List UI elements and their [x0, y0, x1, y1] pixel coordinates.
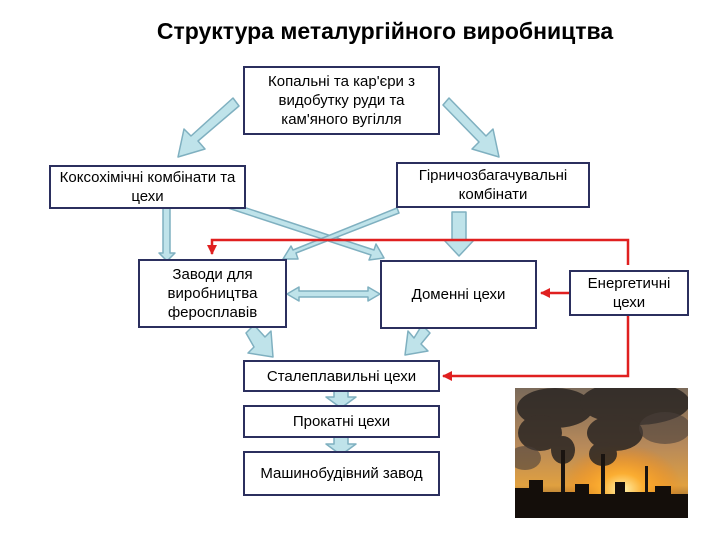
arrow-mines-to-coke [177, 97, 240, 158]
arrow-enrichment-to-blast-furnace [443, 211, 475, 257]
arrow-rolling-to-machine-building [325, 436, 357, 456]
box-ferroalloy-plants: Заводи для виробництва феросплавів [138, 259, 287, 328]
energy-line-to-ferroalloy [207, 238, 630, 265]
arrow-ferroalloy-to-steel [245, 324, 274, 358]
arrow-coke-to-ferroalloy [158, 206, 176, 262]
box-blast-furnace: Доменні цехи [380, 260, 537, 329]
box-mines: Копальні та кар'єри з видобутку руди та … [243, 66, 440, 135]
arrow-ferroalloy-blast-furnace [286, 286, 381, 302]
energy-line-to-steel [442, 316, 630, 381]
arrow-coke-to-blast-furnace [227, 202, 385, 261]
arrow-blast-furnace-to-steel [404, 324, 431, 356]
box-rolling-shops: Прокатні цехи [243, 405, 440, 438]
arrow-enrichment-to-ferroalloy [282, 207, 400, 260]
box-coke-chemical: Коксохімічні комбінати та цехи [49, 165, 246, 209]
box-machine-building: Машинобудівний завод [243, 451, 440, 496]
box-energy-shops: Енергетичні цехи [569, 270, 689, 316]
box-ore-enrichment: Гірничозбагачувальні комбінати [396, 162, 590, 208]
arrow-mines-to-enrichment [442, 97, 500, 158]
industrial-smoke-photo [515, 388, 688, 518]
diagram-title: Структура металургійного виробництва [156, 18, 614, 44]
box-steel-shops: Сталеплавильні цехи [243, 360, 440, 392]
